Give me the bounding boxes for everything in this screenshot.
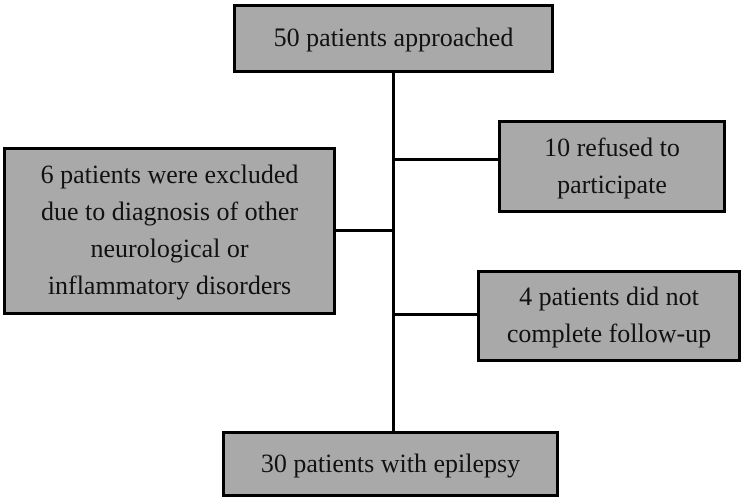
connector-to-followup-box — [395, 313, 477, 316]
flow-node-label: 4 patients did not complete follow-up — [506, 282, 712, 348]
flow-node-label: 50 patients approached — [273, 23, 514, 53]
connector-vertical-spine — [392, 73, 395, 431]
flow-node-refused-to-participate: 10 refused to participate — [498, 120, 726, 213]
connector-to-refused-box — [395, 158, 498, 161]
flow-node-patients-approached: 50 patients approached — [233, 4, 554, 73]
flow-node-label: 30 patients with epilepsy — [260, 448, 521, 478]
flow-node-patients-excluded: 6 patients were excluded due to diagnosi… — [3, 147, 336, 315]
flow-node-did-not-complete-followup: 4 patients did not complete follow-up — [477, 270, 741, 362]
connector-to-excluded-box — [336, 229, 392, 232]
flow-node-patients-with-epilepsy: 30 patients with epilepsy — [222, 431, 559, 497]
flow-node-label: 10 refused to participate — [544, 132, 680, 199]
flow-node-label: 6 patients were excluded due to diagnosi… — [40, 160, 299, 300]
